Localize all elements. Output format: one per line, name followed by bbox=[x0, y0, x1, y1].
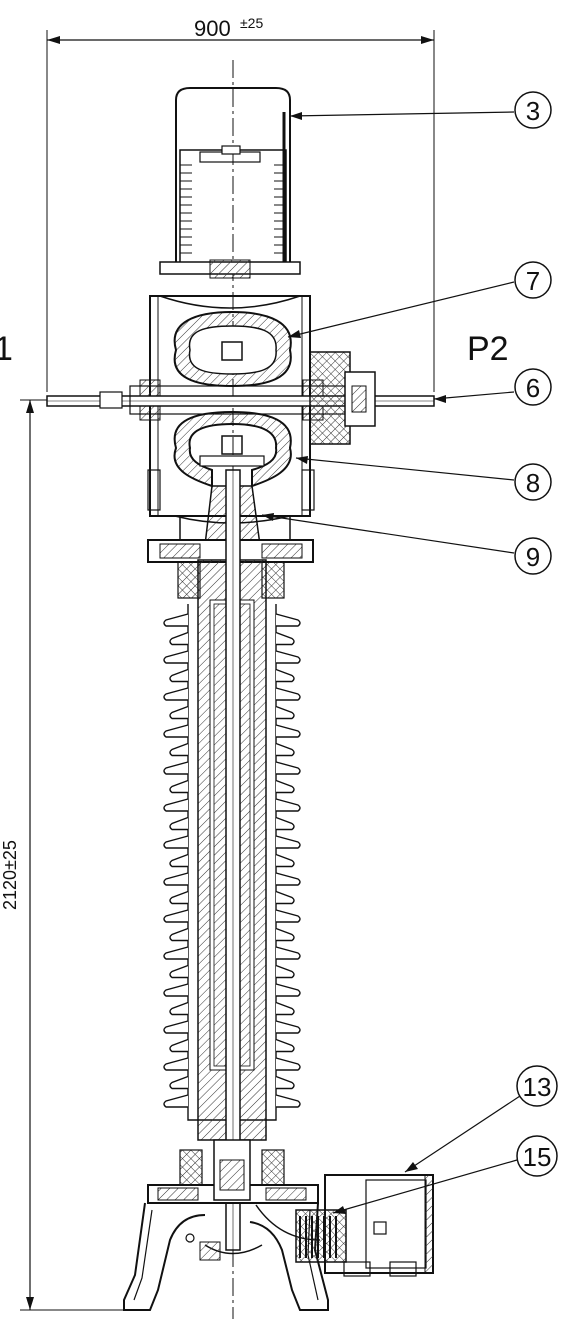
shed bbox=[275, 761, 301, 775]
shed bbox=[163, 687, 189, 701]
shed bbox=[275, 1001, 295, 1016]
width-dimension-tolerance: ±25 bbox=[240, 15, 263, 31]
shed bbox=[163, 983, 189, 997]
shed bbox=[275, 909, 301, 923]
shed bbox=[169, 742, 189, 757]
shed bbox=[163, 909, 189, 923]
insulator-shed-left bbox=[163, 613, 189, 1108]
condenser-body bbox=[197, 469, 267, 1251]
shed bbox=[275, 964, 295, 979]
shed bbox=[163, 946, 189, 960]
terminal-label-right: P2 bbox=[467, 330, 509, 368]
shed bbox=[275, 890, 295, 905]
shed bbox=[275, 1094, 301, 1108]
shed bbox=[169, 890, 189, 905]
shed bbox=[163, 798, 189, 812]
callout-13: 13 bbox=[523, 1072, 552, 1102]
upper-toroid bbox=[173, 310, 292, 388]
terminal-box bbox=[295, 1174, 434, 1277]
shed bbox=[275, 946, 301, 960]
callouts: 3 7 6 8 9 13 15 bbox=[261, 91, 558, 1214]
callout-7: 7 bbox=[526, 266, 540, 296]
shed bbox=[163, 1094, 189, 1108]
lower-toroid bbox=[173, 410, 292, 488]
shed bbox=[163, 650, 189, 664]
shed bbox=[275, 1038, 295, 1053]
shed bbox=[275, 1020, 301, 1034]
width-dimension: 900 ±25 bbox=[46, 15, 435, 392]
height-dimension-label: 2120±25 bbox=[0, 840, 20, 910]
callout-9: 9 bbox=[526, 542, 540, 572]
callout-8: 8 bbox=[526, 468, 540, 498]
top-dome bbox=[159, 87, 301, 279]
shed bbox=[163, 835, 189, 849]
shed bbox=[169, 705, 189, 720]
shed bbox=[275, 742, 295, 757]
shed bbox=[275, 650, 301, 664]
shed bbox=[169, 1001, 189, 1016]
shed bbox=[275, 668, 295, 683]
shed bbox=[163, 1057, 189, 1071]
shed bbox=[275, 779, 295, 794]
shed bbox=[169, 816, 189, 831]
shed bbox=[163, 613, 189, 627]
callout-15: 15 bbox=[523, 1142, 552, 1172]
shed bbox=[275, 1075, 295, 1090]
terminal-label-left: 1 bbox=[0, 330, 13, 368]
shed bbox=[169, 964, 189, 979]
shed bbox=[169, 1038, 189, 1053]
shed bbox=[169, 631, 189, 646]
shed bbox=[275, 798, 301, 812]
width-dimension-label: 900 bbox=[194, 16, 231, 41]
shed bbox=[275, 687, 301, 701]
shed bbox=[275, 872, 301, 886]
shed bbox=[275, 983, 301, 997]
shed bbox=[169, 668, 189, 683]
shed bbox=[169, 779, 189, 794]
shed bbox=[275, 613, 301, 627]
shed bbox=[275, 816, 295, 831]
shed bbox=[275, 724, 301, 738]
shed bbox=[163, 1020, 189, 1034]
primary-conductor bbox=[46, 351, 435, 445]
shed bbox=[169, 1075, 189, 1090]
height-dimension: 2120±25 bbox=[0, 399, 130, 1311]
shed bbox=[275, 705, 295, 720]
shed bbox=[275, 1057, 301, 1071]
shed bbox=[163, 761, 189, 775]
callout-3: 3 bbox=[526, 96, 540, 126]
shed bbox=[169, 853, 189, 868]
shed bbox=[163, 872, 189, 886]
shed bbox=[275, 835, 301, 849]
shed bbox=[275, 927, 295, 942]
shed bbox=[169, 927, 189, 942]
insulator-shed-right bbox=[275, 613, 301, 1108]
shed bbox=[275, 631, 295, 646]
callout-6: 6 bbox=[526, 373, 540, 403]
shed bbox=[275, 853, 295, 868]
shed bbox=[163, 724, 189, 738]
